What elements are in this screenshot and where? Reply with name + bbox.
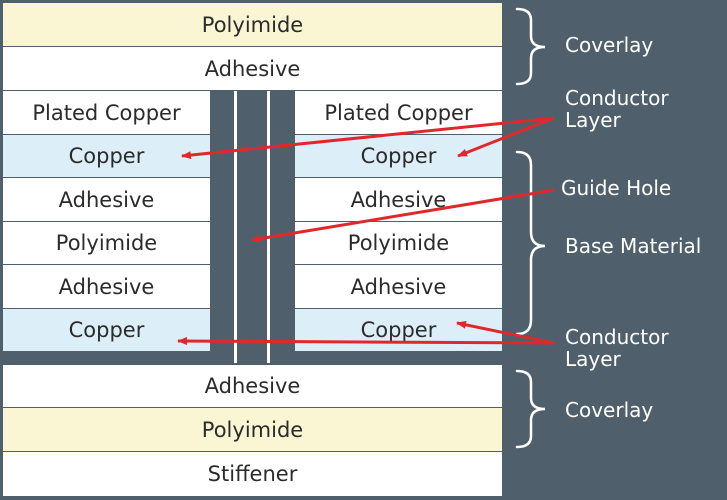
layer-bottom-adhesive: Adhesive [3, 365, 502, 407]
layer-label: Polyimide [201, 12, 304, 37]
brace-coverlay-top [515, 7, 546, 86]
layer-left-plated-copper: Plated Copper [3, 91, 210, 134]
layer-label: Adhesive [204, 56, 301, 81]
label-base-material: Base Material [565, 234, 702, 258]
layer-left-polyimide: Polyimide [3, 222, 210, 264]
layer-right-polyimide: Polyimide [295, 222, 502, 264]
label-coverlay-top: Coverlay [565, 33, 654, 57]
layer-left-adhesive-top: Adhesive [3, 178, 210, 221]
layer-label: Stiffener [207, 462, 298, 486]
label-conductor-layer-bottom-line1: Conductor [565, 325, 669, 349]
layer-label: Copper [360, 318, 437, 342]
layer-label: Adhesive [204, 374, 301, 398]
hole-wall-left [234, 91, 237, 363]
layer-top-adhesive: Adhesive [3, 47, 502, 90]
layer-left-copper-top: Copper [3, 135, 210, 177]
layer-label: Polyimide [55, 231, 158, 255]
layer-label: Adhesive [58, 187, 155, 212]
layer-label: Copper [68, 318, 145, 342]
layer-left-adhesive-bottom: Adhesive [3, 265, 210, 308]
layer-label: Polyimide [201, 417, 304, 442]
layer-label: Copper [360, 144, 437, 168]
layer-right-adhesive-bottom: Adhesive [295, 265, 502, 308]
label-conductor-layer-top-line1: Conductor [565, 86, 669, 110]
layer-label: Copper [68, 144, 145, 168]
label-conductor-layer-bottom-line2: Layer [565, 347, 621, 371]
hole-wall-right [267, 91, 270, 363]
layer-stiffener: Stiffener [3, 452, 502, 496]
label-conductor-layer-top-line2: Layer [565, 108, 621, 132]
layer-right-plated-copper: Plated Copper [295, 91, 502, 134]
layer-left-copper-bottom: Copper [3, 309, 210, 351]
layer-right-copper-bottom: Copper [295, 309, 502, 351]
layer-right-adhesive-top: Adhesive [295, 178, 502, 221]
layer-label: Plated Copper [32, 100, 181, 125]
layer-label: Plated Copper [324, 100, 473, 125]
brace-base-material [515, 150, 546, 336]
label-guide-hole: Guide Hole [561, 176, 672, 200]
layer-label: Adhesive [350, 187, 447, 212]
brace-coverlay-bottom [515, 369, 546, 449]
layer-label: Polyimide [347, 231, 450, 255]
layer-label: Adhesive [350, 274, 447, 299]
layer-label: Adhesive [58, 274, 155, 299]
layer-top-polyimide: Polyimide [3, 3, 502, 46]
label-coverlay-bottom: Coverlay [565, 398, 654, 422]
layer-bottom-polyimide: Polyimide [3, 408, 502, 451]
layer-right-copper-top: Copper [295, 135, 502, 177]
